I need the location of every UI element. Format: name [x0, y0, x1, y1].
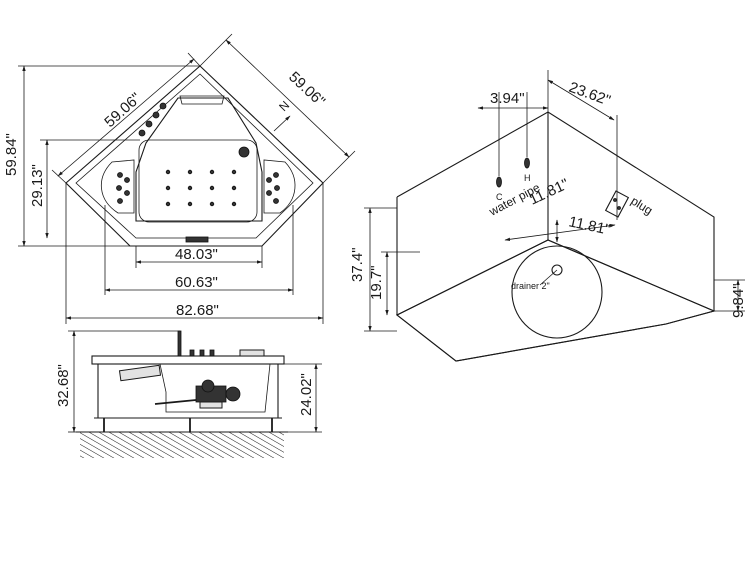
left-jets	[116, 172, 130, 204]
dim-platform-height: 19.7"	[368, 265, 385, 300]
floor-hatch	[80, 432, 284, 458]
dim-side-right: 59.06"	[285, 68, 328, 110]
side-view: 32.68" 24.02"	[55, 330, 322, 458]
right-jets	[266, 172, 280, 204]
tub-top-rim	[91, 355, 285, 365]
front-control-panel	[185, 236, 209, 243]
cold-pipe	[496, 176, 502, 188]
floor-jets	[165, 169, 237, 207]
platform-pattern	[395, 239, 716, 362]
dim-total-height: 32.68"	[55, 364, 72, 407]
dim-line-side-right	[225, 39, 350, 158]
right-seat	[263, 159, 296, 214]
tub-inner-profile	[115, 363, 271, 413]
label-hot: H	[524, 173, 531, 183]
drain-opening	[511, 245, 603, 339]
drainer-hole	[551, 264, 563, 276]
dim-wall-height: 37.4"	[349, 247, 366, 282]
headrest	[179, 95, 225, 105]
dim-line-wall-offset	[547, 79, 615, 121]
north-arrow	[273, 115, 291, 132]
dim-height-front: 29.13"	[29, 164, 46, 207]
dim-side-left: 59.06"	[101, 90, 144, 131]
pump-motor	[154, 379, 241, 409]
dim-inner-width: 48.03"	[175, 246, 218, 263]
dim-height-total: 59.84"	[3, 133, 20, 176]
dim-line-side-left	[57, 58, 195, 177]
basin-floor	[138, 139, 258, 223]
label-drainer: drainer 2"	[511, 281, 550, 291]
top-view: N 59.06" 59.06" 59.84" 29.13" 48.03" 60.…	[3, 33, 356, 324]
dim-inner-height: 24.02"	[298, 373, 315, 416]
hot-pipe	[524, 157, 530, 169]
dim-mid-width: 60.63"	[175, 274, 218, 291]
dim-drain-offset: 11.81"	[567, 213, 611, 238]
tub-basin	[135, 97, 263, 222]
faucet-spout	[177, 330, 182, 357]
dim-right-height: 9.84"	[730, 283, 747, 318]
install-view: drainer 2" C H water pipe plug 3.94" 23.…	[349, 70, 747, 362]
dim-pipe-spacing: 3.94"	[490, 90, 525, 107]
label-cold: C	[496, 192, 503, 202]
headrest-side	[118, 364, 162, 382]
dim-line-drain-offset	[504, 224, 616, 241]
label-plug: plug	[628, 194, 655, 218]
wall-top-edge	[396, 111, 715, 311]
plug-socket	[604, 190, 630, 218]
control-panel-side	[239, 349, 265, 357]
dim-total-width: 82.68"	[176, 302, 219, 319]
drain-knob	[238, 146, 250, 158]
